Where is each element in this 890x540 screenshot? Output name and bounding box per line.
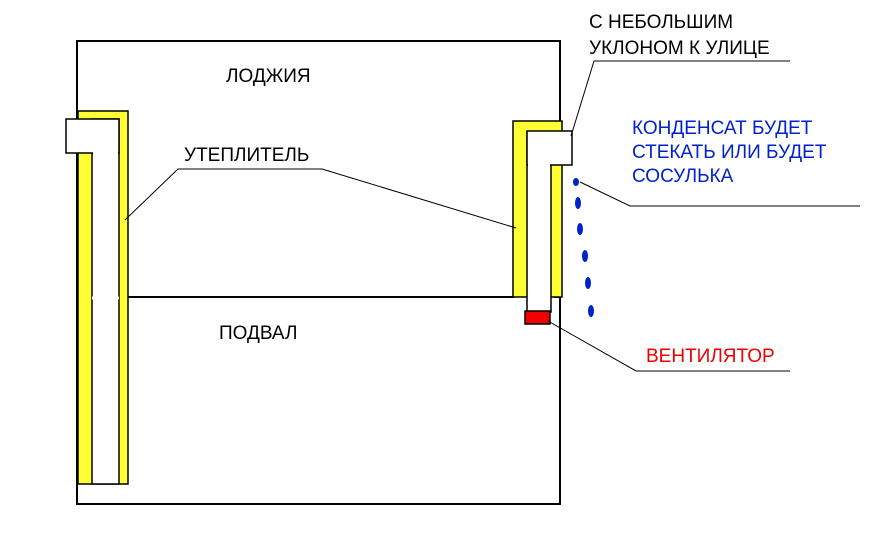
label-fan: ВЕНТИЛЯТОР bbox=[646, 346, 775, 367]
condensate-drop bbox=[577, 223, 583, 235]
condensate-drop bbox=[582, 250, 588, 262]
label-slope-line2: УКЛОНОМ К УЛИЦЕ bbox=[589, 38, 770, 59]
building-outline bbox=[76, 40, 561, 505]
label-condensate-line3: СОСУЛЬКА bbox=[632, 166, 734, 187]
label-insulation: УТЕПЛИТЕЛЬ bbox=[184, 145, 309, 166]
right-pipe-outlet bbox=[526, 130, 573, 166]
label-loggia: ЛОДЖИЯ bbox=[226, 66, 311, 87]
right-duct bbox=[512, 120, 573, 325]
condensate-drop bbox=[573, 178, 579, 186]
condensate-drop bbox=[588, 305, 594, 317]
leader-condensate bbox=[579, 181, 860, 207]
left-pipe-joint bbox=[93, 152, 118, 154]
leader-insulation-left bbox=[124, 168, 322, 221]
leader-lines bbox=[124, 60, 860, 372]
label-condensate-line2: СТЕКАТЬ ИЛИ БУДЕТ bbox=[632, 142, 827, 163]
fan-block bbox=[524, 310, 551, 325]
label-basement: ПОДВАЛ bbox=[219, 323, 298, 344]
left-duct bbox=[65, 110, 129, 485]
condensate-drop bbox=[585, 277, 591, 289]
condensate-drops bbox=[573, 178, 594, 317]
left-pipe-elbow bbox=[65, 118, 120, 154]
leader-fan bbox=[547, 320, 790, 372]
right-pipe-joint bbox=[528, 164, 550, 166]
leader-insulation-right bbox=[321, 168, 517, 229]
label-slope-line1: С НЕБОЛЬШИМ bbox=[589, 12, 733, 33]
leader-slope bbox=[570, 60, 790, 137]
left-pipe bbox=[91, 118, 120, 485]
condensate-drop bbox=[575, 197, 581, 209]
label-condensate-line1: КОНДЕНСАТ БУДЕТ bbox=[632, 118, 813, 139]
